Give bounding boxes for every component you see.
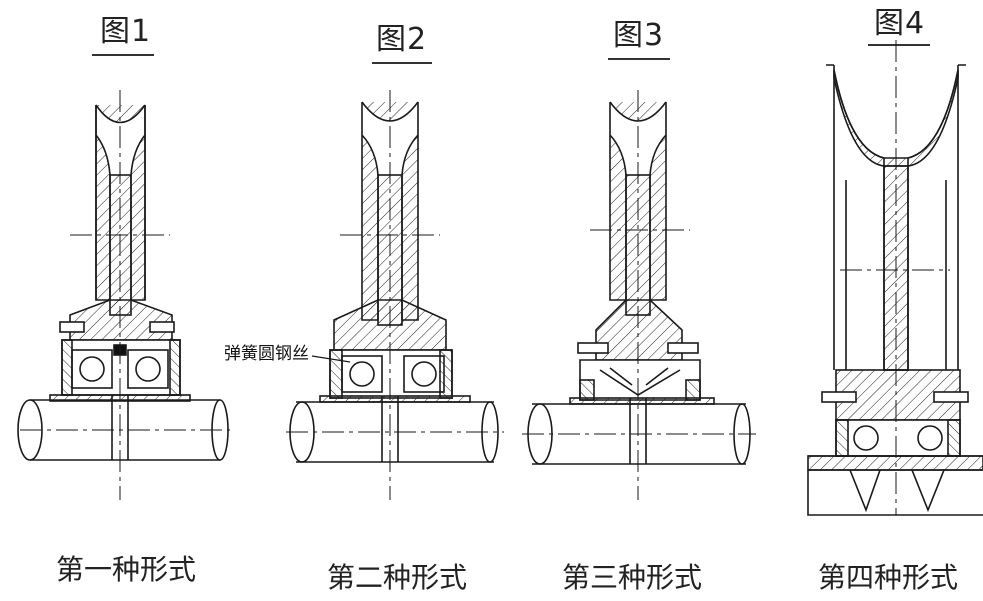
figure-1-drawing — [17, 90, 230, 500]
figure-1-caption: 第一种形式 — [56, 553, 197, 586]
figure-3-title-underline — [608, 58, 670, 60]
figure-4-title-underline — [868, 44, 930, 46]
spring-wire-label: 弹簧圆钢丝 — [224, 344, 309, 364]
figure-2-drawing — [286, 90, 504, 500]
figure-1-title-underline — [92, 54, 154, 56]
figure-2-title-underline — [372, 62, 432, 64]
figure-2-title: 图2 — [376, 22, 428, 57]
figure-1-title: 图1 — [100, 14, 152, 49]
figure-2-caption: 第二种形式 — [327, 561, 468, 594]
figure-4-title: 图4 — [874, 6, 926, 41]
figure-3-caption: 第三种形式 — [562, 561, 703, 594]
figure-4-caption: 第四种形式 — [818, 561, 959, 594]
figure-4-drawing — [807, 40, 983, 516]
figure-3-title: 图3 — [613, 18, 665, 53]
figure-3-drawing — [522, 90, 756, 500]
